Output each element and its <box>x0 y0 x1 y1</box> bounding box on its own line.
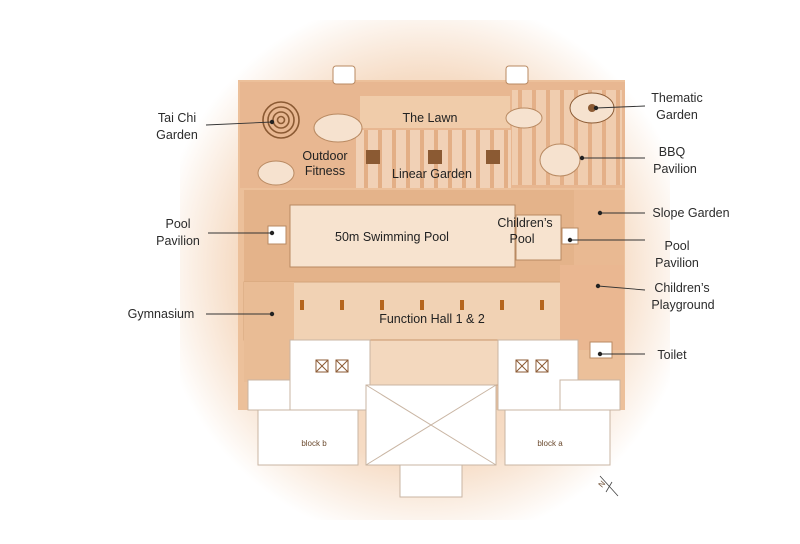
label-pool-pavilion-right-2: Pavilion <box>655 256 699 270</box>
linear-garden-text: Linear Garden <box>392 167 472 181</box>
lawn-strip <box>360 96 510 128</box>
block-a-text: block a <box>537 439 563 448</box>
pool-pavilion-left-block <box>267 225 287 245</box>
childrens-pool-text: Children’s <box>497 216 552 230</box>
childrens-pool <box>515 214 562 261</box>
bbq-pad <box>539 143 581 177</box>
label-tai-chi: Tai Chi <box>158 111 196 125</box>
swimming-pool-text: 50m Swimming Pool <box>335 230 449 244</box>
label-tai-chi-2: Garden <box>156 128 198 142</box>
label-pool-pavilion-left-2: Pavilion <box>156 234 200 248</box>
label-childrens-playground-2: Playground <box>651 298 714 312</box>
tai-chi-spiral <box>262 101 300 139</box>
the-lawn-text: The Lawn <box>403 111 458 125</box>
function-hall <box>364 339 501 386</box>
top-structure-right <box>505 65 529 85</box>
swimming-pool <box>289 204 516 268</box>
label-childrens-playground: Children’s <box>654 281 709 295</box>
label-pool-pavilion-left: Pool <box>165 217 190 231</box>
fitness-pod <box>313 113 363 143</box>
playground-area <box>560 265 624 350</box>
label-bbq: BBQ <box>659 145 686 159</box>
north-arrow-icon <box>599 475 619 497</box>
north-letter: N <box>597 479 608 489</box>
childrens-pool-text-2: Pool <box>509 232 534 246</box>
function-hall-text: Function Hall 1 & 2 <box>379 312 485 326</box>
fitness-pod <box>257 160 295 186</box>
lift-cores <box>315 359 549 373</box>
leaders <box>205 105 646 357</box>
label-thematic-2: Garden <box>656 108 698 122</box>
label-pool-pavilion-right: Pool <box>664 239 689 253</box>
label-bbq-2: Pavilion <box>653 162 697 176</box>
label-thematic: Thematic <box>651 91 702 105</box>
label-slope-garden: Slope Garden <box>652 206 729 220</box>
block-b-text: block b <box>301 439 327 448</box>
slope-garden-area <box>574 190 624 265</box>
outdoor-fitness-text: Outdoor <box>302 149 347 163</box>
fitness-pod <box>505 107 543 129</box>
linear-garden-planters <box>366 150 500 164</box>
label-toilet: Toilet <box>657 348 687 362</box>
label-gymnasium: Gymnasium <box>128 307 195 321</box>
gymnasium-area <box>244 282 294 382</box>
outdoor-fitness-text-2: Fitness <box>305 164 345 178</box>
top-structure-left <box>332 65 356 85</box>
podium-columns <box>300 300 544 310</box>
atrium-cross <box>365 384 497 466</box>
podium <box>243 281 575 341</box>
